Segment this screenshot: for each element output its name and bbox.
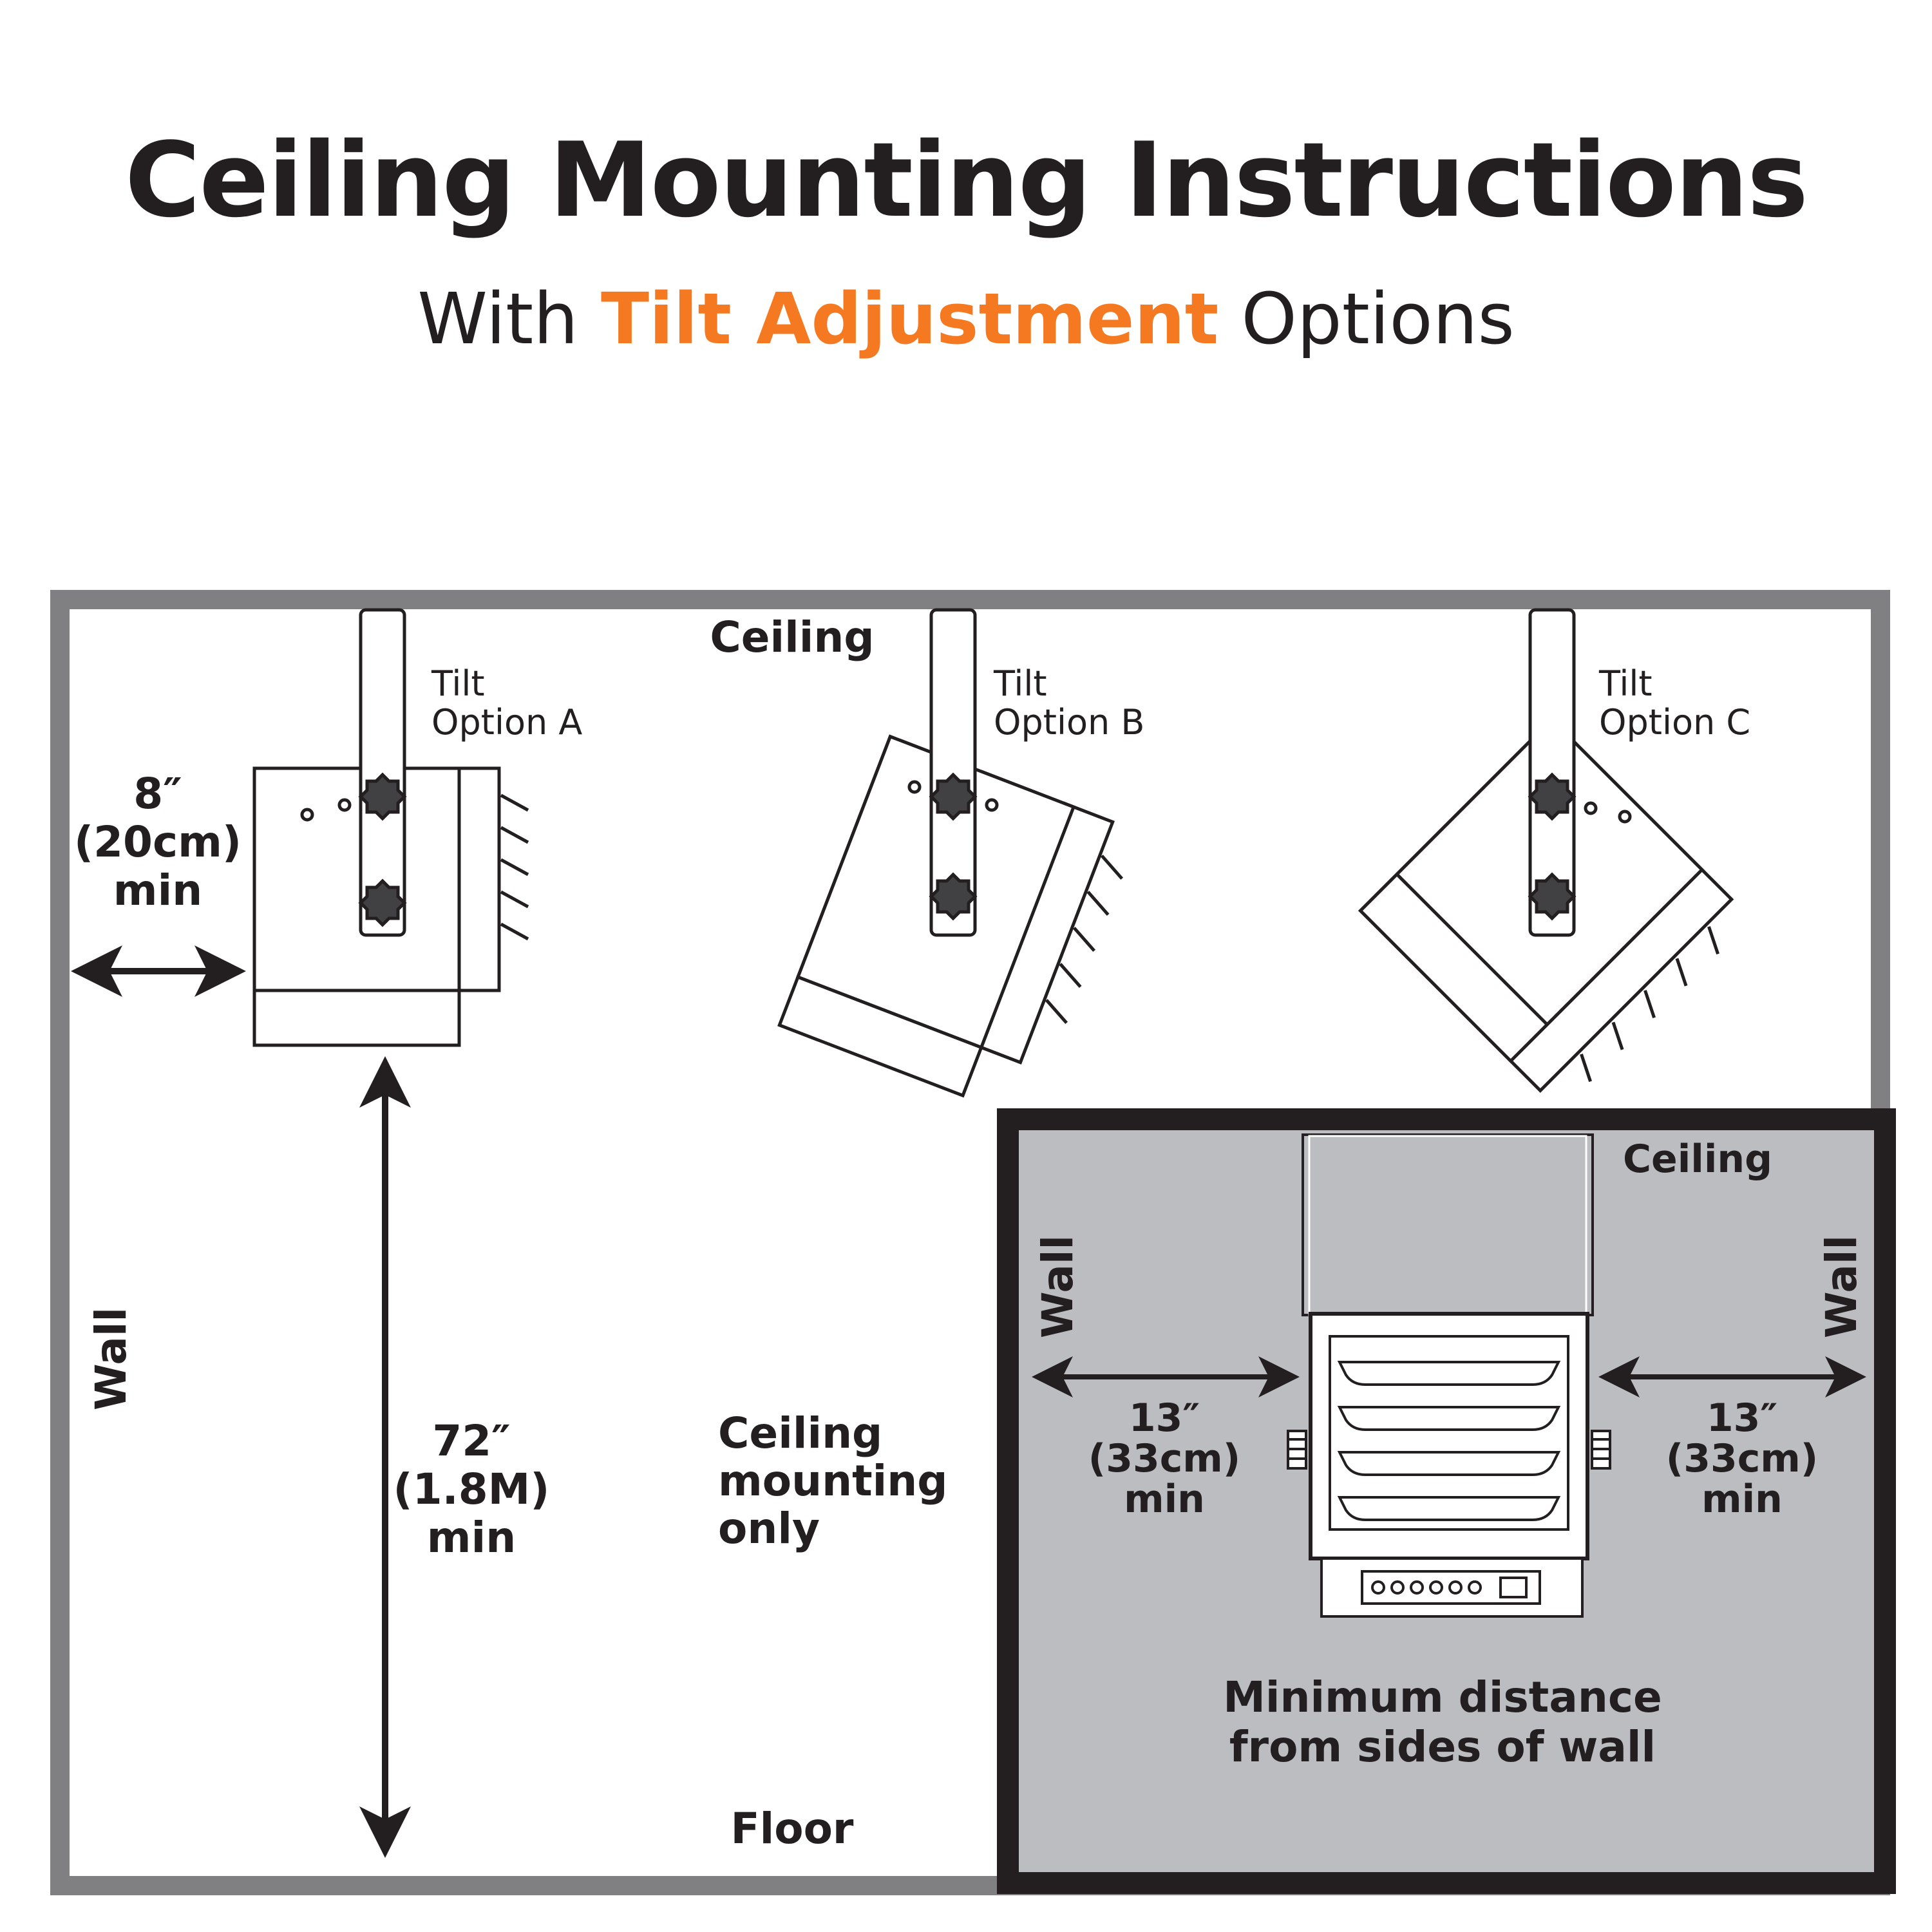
side-clearance-line2: (20cm): [74, 817, 242, 867]
inset-left-clearance: 13″ (33cm) min: [1032, 1356, 1300, 1522]
inset-left-line3: min: [1124, 1477, 1205, 1522]
inset-left-line2: (33cm): [1088, 1436, 1240, 1481]
tilt-option-a-label: Tilt Option A: [431, 663, 582, 743]
page-subtitle: With Tilt Adjustment Options: [0, 283, 1932, 354]
inset-wall-left-label: Wall: [1033, 1235, 1083, 1338]
floor-clearance-line1: 72″: [432, 1416, 510, 1466]
subtitle-highlight: Tilt Adjustment: [600, 278, 1219, 360]
note-line3: only: [718, 1504, 820, 1553]
inset-right-clearance: 13″ (33cm) min: [1598, 1356, 1866, 1522]
side-clearance-line3: min: [113, 866, 202, 915]
tilt-option-c-line2: Option C: [1599, 702, 1750, 743]
inset-caption-line2: from sides of wall: [1229, 1722, 1656, 1772]
inset-right-line2: (33cm): [1666, 1436, 1818, 1481]
subtitle-post: Options: [1218, 278, 1515, 360]
side-clearance: 8″ (20cm) min: [71, 769, 246, 997]
inset-left-line1: 13″: [1129, 1396, 1200, 1441]
floor-clearance-line2: (1.8M): [393, 1464, 550, 1514]
tilt-option-a-line1: Tilt: [431, 663, 485, 704]
note-line1: Ceiling: [718, 1408, 882, 1458]
heater-tilt-a: [252, 608, 529, 1047]
tilt-option-b-line1: Tilt: [993, 663, 1047, 704]
inset-wall-right-label: Wall: [1817, 1235, 1866, 1338]
inset-right-line3: min: [1701, 1477, 1783, 1522]
floor-clearance: 72″ (1.8M) min: [359, 1056, 550, 1858]
tilt-option-b-line2: Option B: [994, 702, 1144, 743]
subtitle-pre: With: [417, 278, 601, 360]
inset-right-line1: 13″: [1707, 1396, 1777, 1441]
ceiling-label: Ceiling: [710, 612, 874, 662]
inset-caption: Minimum distance from sides of wall: [1223, 1672, 1662, 1772]
floor-clearance-line3: min: [427, 1513, 516, 1562]
inset-heater: [1287, 1133, 1611, 1618]
page-title: Ceiling Mounting Instructions: [124, 120, 1808, 240]
tilt-option-a-line2: Option A: [431, 702, 582, 743]
inset-caption-line1: Minimum distance: [1223, 1672, 1662, 1722]
heater-tilt-b: [777, 608, 1124, 1098]
note-line2: mounting: [718, 1456, 948, 1506]
side-clearance-line1: 8″: [133, 769, 182, 819]
ceiling-mounting-note: Ceiling mounting only: [718, 1408, 948, 1553]
inset-ceiling-label: Ceiling: [1623, 1137, 1772, 1182]
tilt-option-c-label: Tilt Option C: [1598, 663, 1750, 743]
wall-label: Wall: [86, 1307, 136, 1410]
heater-tilt-c: [1358, 608, 1734, 1093]
floor-label: Floor: [731, 1804, 854, 1853]
tilt-option-b-label: Tilt Option B: [993, 663, 1144, 743]
tilt-option-c-line1: Tilt: [1598, 663, 1653, 704]
